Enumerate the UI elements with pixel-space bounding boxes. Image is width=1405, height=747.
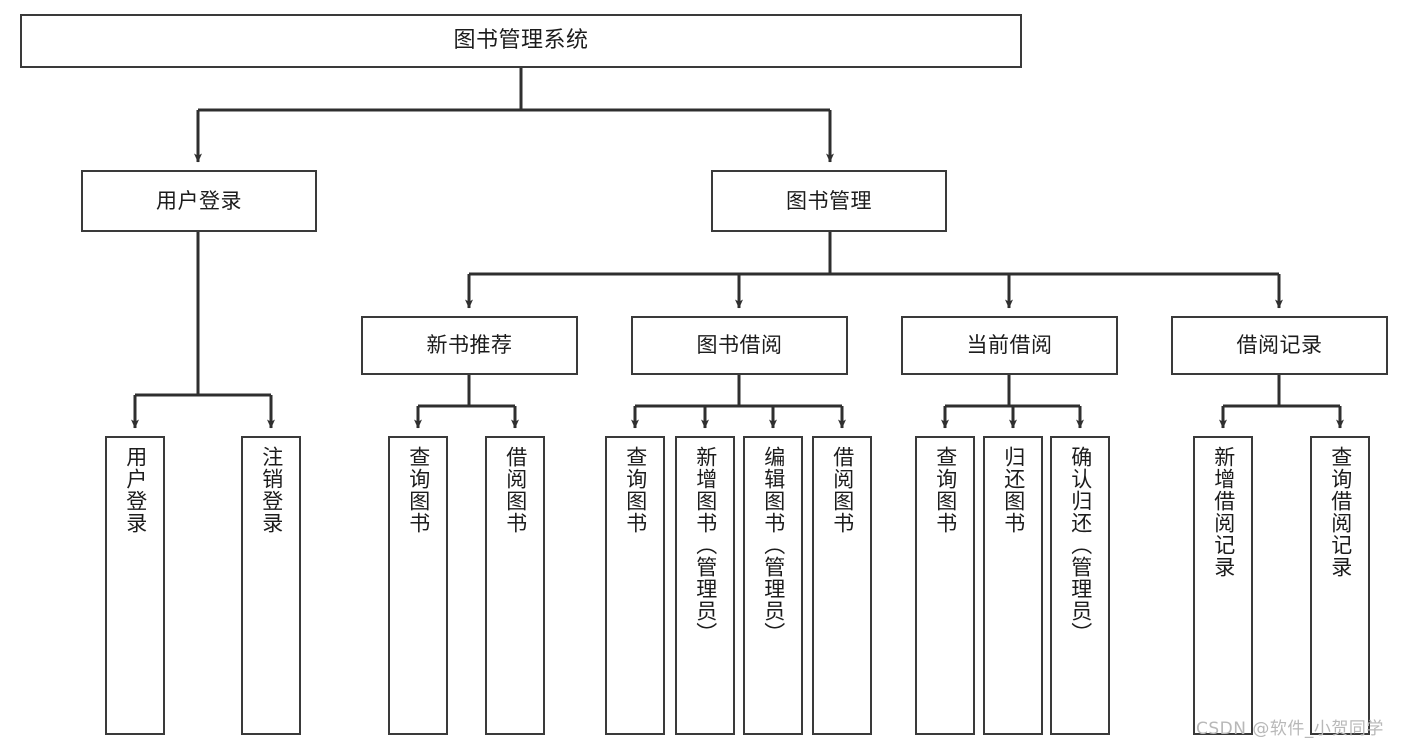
node-borrow-record[interactable]: 借阅记录 (1171, 316, 1388, 375)
node-root-book-management-system[interactable]: 图书管理系统 (20, 14, 1022, 68)
node-user-login[interactable]: 用户登录 (81, 170, 317, 232)
node-label: 查询图书 (933, 446, 958, 534)
leaf-user-login[interactable]: 用户登录 (105, 436, 165, 735)
node-book-management[interactable]: 图书管理 (711, 170, 947, 232)
leaf-new-book-query-book[interactable]: 查询图书 (388, 436, 448, 735)
node-label: 归还图书 (1001, 446, 1026, 534)
node-label: 用户登录 (156, 188, 242, 213)
leaf-record-add-borrow-record[interactable]: 新增借阅记录 (1193, 436, 1253, 735)
node-label: 图书管理 (786, 188, 872, 213)
node-label: 图书管理系统 (453, 28, 589, 54)
leaf-borrow-add-book-admin[interactable]: 新增图书（管理员） (675, 436, 735, 735)
node-label: 查询图书 (406, 446, 431, 534)
node-label: 确认归还（管理员） (1068, 446, 1093, 644)
node-label: 查询借阅记录 (1328, 446, 1353, 578)
node-label: 当前借阅 (966, 333, 1053, 358)
node-new-book-recommendation[interactable]: 新书推荐 (361, 316, 578, 375)
node-label: 查询图书 (623, 446, 648, 534)
node-book-borrow[interactable]: 图书借阅 (631, 316, 848, 375)
node-label: 编辑图书（管理员） (761, 446, 786, 644)
node-label: 借阅记录 (1236, 333, 1323, 358)
leaf-borrow-borrow-book[interactable]: 借阅图书 (812, 436, 872, 735)
node-label: 注销登录 (259, 446, 284, 534)
node-label: 新增图书（管理员） (693, 446, 718, 644)
node-label: 新书推荐 (426, 333, 513, 358)
leaf-borrow-edit-book-admin[interactable]: 编辑图书（管理员） (743, 436, 803, 735)
leaf-current-confirm-return-admin[interactable]: 确认归还（管理员） (1050, 436, 1110, 735)
leaf-current-return-book[interactable]: 归还图书 (983, 436, 1043, 735)
leaf-borrow-query-book[interactable]: 查询图书 (605, 436, 665, 735)
leaf-record-query-borrow-record[interactable]: 查询借阅记录 (1310, 436, 1370, 735)
leaf-new-book-borrow-book[interactable]: 借阅图书 (485, 436, 545, 735)
node-label: 用户登录 (123, 446, 148, 534)
leaf-logout[interactable]: 注销登录 (241, 436, 301, 735)
node-label: 新增借阅记录 (1211, 446, 1236, 578)
leaf-current-query-book[interactable]: 查询图书 (915, 436, 975, 735)
node-label: 借阅图书 (830, 446, 855, 534)
csdn-watermark: CSDN @软件_小贺同学 (1196, 719, 1384, 739)
node-current-borrow[interactable]: 当前借阅 (901, 316, 1118, 375)
node-label: 借阅图书 (503, 446, 528, 534)
node-label: 图书借阅 (696, 333, 783, 358)
